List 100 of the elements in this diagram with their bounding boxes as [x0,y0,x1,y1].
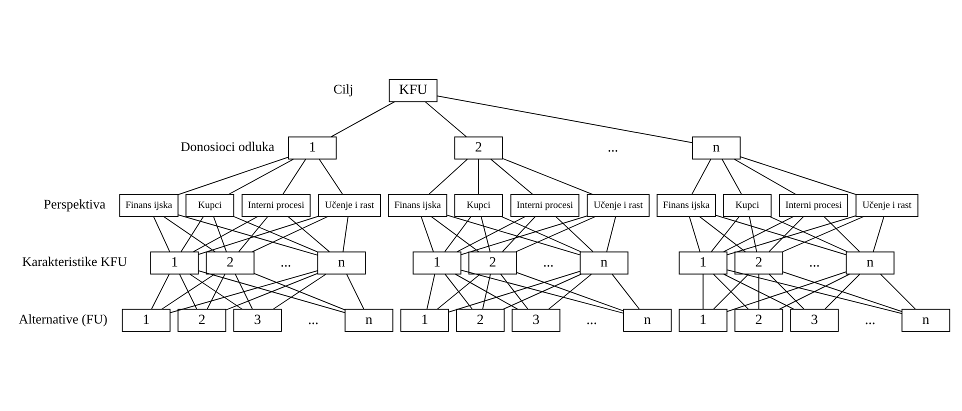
connector [779,274,850,310]
connector [500,274,528,310]
connector [161,274,216,310]
connector [480,216,490,252]
connector [272,274,327,310]
connector [782,216,864,252]
node-box: 1 [122,308,170,332]
connector [723,216,794,252]
connector [699,216,746,252]
connector [722,158,742,195]
node-box: Interni procesi [242,194,311,217]
node-box: Finans ijska [656,194,716,217]
connector [688,216,700,252]
label: Alternative (FU) [18,312,108,327]
connector [460,270,624,314]
node-box: Učenje i rast [586,194,650,217]
label: Perspektiva [44,196,106,212]
node-box: KFU [388,79,438,102]
connector [702,274,704,310]
node-box: 3 [790,308,839,332]
node-box: Kupci [722,194,772,217]
connector [555,216,594,252]
connector [723,274,794,310]
connector [254,273,346,310]
connector [163,216,216,252]
label: ... [586,312,598,328]
connector [880,274,916,310]
connector [238,216,268,252]
connector [318,158,343,195]
connector [178,156,289,196]
node-box: 1 [150,251,199,274]
connector [228,158,294,195]
label: ... [280,254,292,270]
label: ... [543,254,554,270]
node-box: 1 [678,308,728,332]
node-box: 2 [454,136,503,160]
node-box: Kupci [186,194,234,217]
connector [456,216,526,252]
connector [430,216,480,252]
connector [490,158,533,195]
connector [711,216,740,252]
connector [454,274,518,310]
connector [516,272,624,312]
connector [428,158,468,195]
label: ... [308,312,319,328]
connector [726,215,856,256]
node-box: 1 [678,251,728,274]
connector [234,274,253,310]
connector [726,271,847,312]
node-box: 2 [456,308,505,332]
node-box: Interni procesi [779,194,848,217]
connector [501,216,582,252]
node-box: 2 [468,251,518,274]
node-box: n [902,308,950,332]
connector [768,274,804,310]
label: Karakteristike KFU [22,254,128,270]
node-box: 1 [412,251,462,274]
label: ... [809,254,820,270]
connector [606,216,616,252]
connector [234,216,318,252]
connector [436,274,481,310]
connector [420,216,434,252]
connector [426,274,436,310]
connector [502,274,582,310]
connector [213,216,227,252]
node-box: Učenje i rast [318,194,381,217]
node-box: Kupci [454,194,503,217]
connector [252,216,328,252]
node-box: n [317,251,366,274]
connector [734,158,796,195]
connector [478,158,480,195]
node-box: n [623,308,672,332]
node-box: Finans ijska [388,194,448,217]
node-box: n [692,136,741,160]
connector [726,269,902,314]
connector [612,274,640,310]
connector [872,216,884,252]
connector [824,216,860,252]
connector [502,216,536,252]
connector [346,274,364,310]
connector [446,214,580,256]
connector [178,214,318,256]
connector [768,216,804,252]
connector [424,101,467,138]
label: ... [864,312,876,328]
connector [782,271,902,312]
connector [769,216,848,252]
node-box: 3 [512,308,560,332]
connector [502,158,594,195]
node-box: 3 [233,308,282,332]
connector [444,216,472,252]
connector [444,274,473,310]
node-box: 2 [206,251,254,274]
node-box: Interni procesi [510,194,580,217]
node-box: 1 [288,136,337,160]
connector [692,158,712,195]
connector [330,101,396,138]
connector [198,270,346,314]
connector [740,156,856,195]
node-box: 2 [178,308,226,332]
